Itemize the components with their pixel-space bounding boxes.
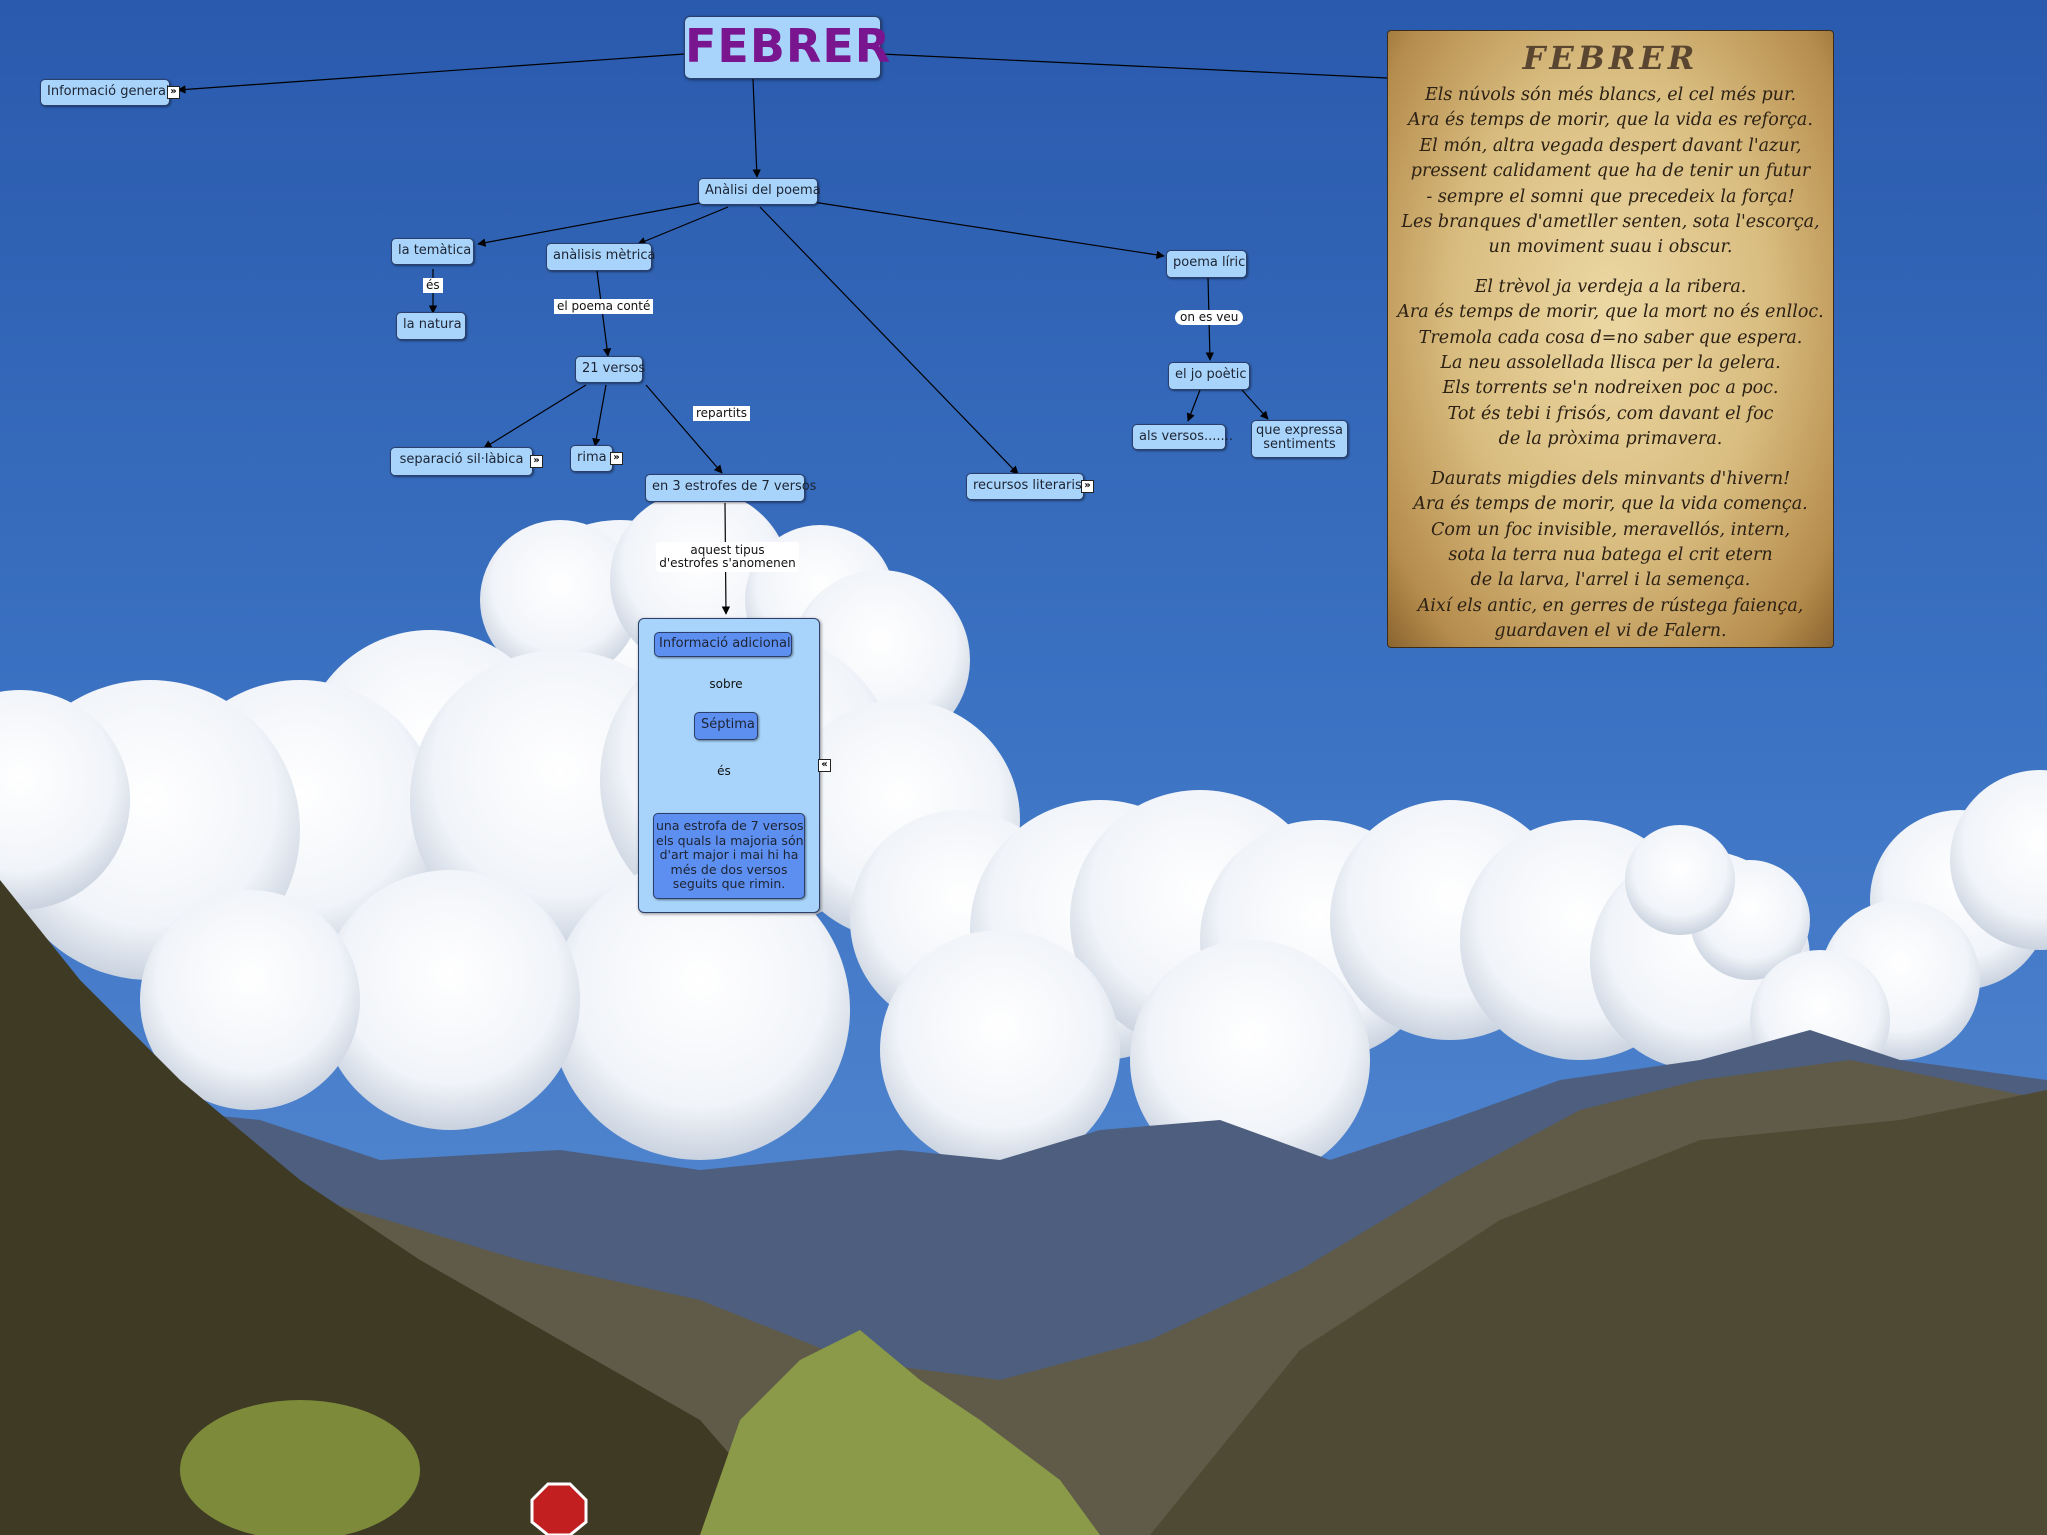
stop-sign: [532, 1484, 586, 1535]
node-als-versos[interactable]: als versos.......: [1132, 424, 1226, 450]
poem-stanza-1: Els núvols són més blancs, el cel més pu…: [1388, 83, 1833, 261]
node-natura[interactable]: la natura: [396, 312, 466, 340]
expand-icon[interactable]: »: [530, 455, 543, 468]
expand-icon[interactable]: »: [1081, 480, 1094, 493]
label-es: és: [423, 278, 443, 293]
node-analisi-poema[interactable]: Anàlisi del poema: [698, 178, 818, 205]
node-poema-liric[interactable]: poema líric: [1166, 250, 1247, 278]
foreground-shrub: [180, 1400, 420, 1535]
collapse-icon[interactable]: «: [818, 759, 831, 772]
label-aquest-tipus: aquest tipus d'estrofes s'anomenen: [656, 542, 799, 572]
label-sobre: sobre: [706, 677, 746, 691]
poem-title: FEBRER: [1388, 39, 1833, 77]
node-definicio-septima[interactable]: una estrofa de 7 versos els quals la maj…: [653, 813, 805, 899]
node-informacio-general[interactable]: Informació general: [40, 79, 170, 106]
node-septima[interactable]: Séptima: [694, 712, 758, 740]
node-tematica[interactable]: la temàtica: [391, 238, 474, 265]
node-jo-poetic[interactable]: el jo poètic: [1168, 362, 1250, 390]
node-informacio-adicional[interactable]: Informació adicional: [654, 632, 792, 657]
node-analisis-metrica[interactable]: anàlisis mètrica: [546, 243, 652, 271]
node-21-versos[interactable]: 21 versos: [575, 356, 643, 383]
poem-stanza-2: El trèvol ja verdeja a la ribera. Ara és…: [1388, 275, 1833, 453]
expand-icon[interactable]: »: [610, 452, 623, 465]
map-title[interactable]: FEBRER: [684, 16, 881, 79]
label-repartits: repartits: [693, 406, 750, 421]
poem-stanza-3: Daurats migdies dels minvants d'hivern! …: [1388, 467, 1833, 645]
node-expressa-sentiments[interactable]: que expressa sentiments: [1251, 420, 1348, 458]
poem-parchment[interactable]: FEBRER Els núvols són més blancs, el cel…: [1387, 30, 1834, 648]
node-estrofes[interactable]: en 3 estrofes de 7 versos: [645, 474, 805, 502]
label-on-es-veu: on es veu: [1175, 310, 1243, 325]
expand-icon[interactable]: »: [167, 86, 180, 99]
label-poema-conte: el poema conté: [554, 299, 653, 314]
node-recursos-literaris[interactable]: recursos literaris: [966, 473, 1084, 500]
node-rima[interactable]: rima: [570, 445, 613, 472]
label-es-2: és: [712, 764, 736, 778]
node-separacio-sillabica[interactable]: separació sil·làbica: [390, 447, 533, 476]
